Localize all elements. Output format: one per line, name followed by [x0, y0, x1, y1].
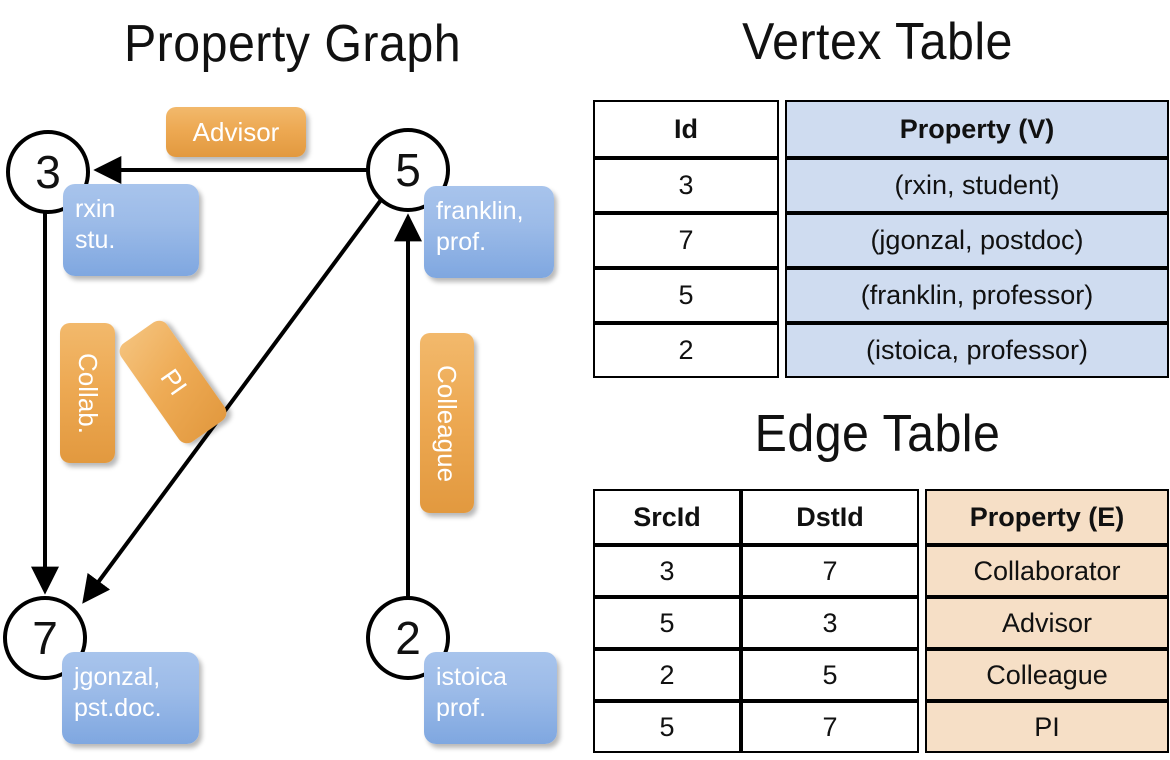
edge-label-text: PI	[154, 363, 193, 401]
vertex-cell-property: (franklin, professor)	[785, 268, 1169, 323]
table-row[interactable]: 2 (istoica, professor)	[593, 323, 1169, 378]
vertex-property-box-jgonzal[interactable]: jgonzal, pst.doc.	[62, 652, 199, 744]
vertex-cell-id: 3	[593, 158, 779, 213]
edge-cell-srcid: 2	[593, 649, 741, 701]
edge-cell-dstid: 3	[741, 597, 919, 649]
vertex-table-header-id: Id	[593, 100, 779, 158]
table-row[interactable]: 3 (rxin, student)	[593, 158, 1169, 213]
edge-cell-srcid: 5	[593, 597, 741, 649]
edge-table: SrcId DstId Property (E) 3 7 Collaborato…	[593, 489, 1169, 753]
table-row[interactable]: 5 7 PI	[593, 701, 1169, 753]
edge-cell-dstid: 5	[741, 649, 919, 701]
table-row[interactable]: 5 3 Advisor	[593, 597, 1169, 649]
column-gap	[919, 545, 925, 597]
edge-label-box-advisor[interactable]: Advisor	[166, 107, 306, 157]
edge-cell-property: Colleague	[925, 649, 1169, 701]
vertex-prop-line-2: prof.	[436, 694, 487, 723]
vertex-cell-id: 2	[593, 323, 779, 378]
table-header-row: SrcId DstId Property (E)	[593, 489, 1169, 545]
property-graph-edges	[31, 156, 422, 604]
column-gap	[779, 213, 785, 268]
graph-node-5[interactable]: 5	[366, 128, 450, 212]
graph-node-2[interactable]: 2	[366, 596, 450, 680]
edge-label-box-colleague[interactable]: Colleague	[420, 333, 474, 513]
vertex-cell-property: (istoica, professor)	[785, 323, 1169, 378]
vertex-property-box-rxin[interactable]: rxin stu.	[63, 184, 199, 276]
edge-cell-srcid: 5	[593, 701, 741, 753]
edge-table-header-property: Property (E)	[925, 489, 1169, 545]
vertex-prop-line-1: jgonzal,	[74, 663, 161, 691]
vertex-prop-line-2: pst.doc.	[74, 694, 162, 723]
edge-cell-dstid: 7	[741, 701, 919, 753]
vertex-table: Id Property (V) 3 (rxin, student) 7 (jgo…	[593, 100, 1169, 378]
vertex-prop-line-2: stu.	[75, 226, 116, 255]
column-gap	[779, 100, 785, 158]
column-gap	[779, 268, 785, 323]
edge-arrow-pi	[82, 198, 383, 604]
column-gap	[779, 323, 785, 378]
edge-label-text: Colleague	[432, 364, 463, 482]
edge-table-header-srcid: SrcId	[593, 489, 741, 545]
column-gap	[919, 649, 925, 701]
vertex-property-box-franklin[interactable]: franklin, prof.	[424, 186, 554, 278]
edge-cell-dstid: 7	[741, 545, 919, 597]
vertex-property-box-istoica[interactable]: istoica prof.	[424, 652, 557, 744]
edge-cell-srcid: 3	[593, 545, 741, 597]
edge-label-text: Advisor	[192, 116, 280, 147]
vertex-cell-property: (jgonzal, postdoc)	[785, 213, 1169, 268]
table-row[interactable]: 7 (jgonzal, postdoc)	[593, 213, 1169, 268]
vertex-cell-id: 7	[593, 213, 779, 268]
vertex-cell-id: 5	[593, 268, 779, 323]
column-gap	[919, 701, 925, 753]
edge-cell-property: Collaborator	[925, 545, 1169, 597]
table-header-row: Id Property (V)	[593, 100, 1169, 158]
page-title-edge-table: Edge Table	[754, 405, 1001, 463]
table-row[interactable]: 5 (franklin, professor)	[593, 268, 1169, 323]
edge-label-text: Collab.	[73, 352, 103, 434]
vertex-table-header-property: Property (V)	[785, 100, 1169, 158]
edge-label-box-collab[interactable]: Collab.	[60, 323, 115, 463]
vertex-prop-line-1: rxin	[75, 195, 116, 223]
edge-cell-property: PI	[925, 701, 1169, 753]
column-gap	[919, 489, 925, 545]
vertex-cell-property: (rxin, student)	[785, 158, 1169, 213]
vertex-prop-line-1: franklin,	[436, 197, 524, 225]
column-gap	[919, 597, 925, 649]
edge-table-header-dstid: DstId	[741, 489, 919, 545]
page-title-vertex-table: Vertex Table	[742, 13, 1013, 71]
vertex-prop-line-2: prof.	[436, 228, 487, 257]
table-row[interactable]: 3 7 Collaborator	[593, 545, 1169, 597]
column-gap	[779, 158, 785, 213]
page-title-property-graph: Property Graph	[123, 15, 462, 73]
vertex-prop-line-1: istoica	[436, 663, 507, 691]
table-row[interactable]: 2 5 Colleague	[593, 649, 1169, 701]
edge-cell-property: Advisor	[925, 597, 1169, 649]
